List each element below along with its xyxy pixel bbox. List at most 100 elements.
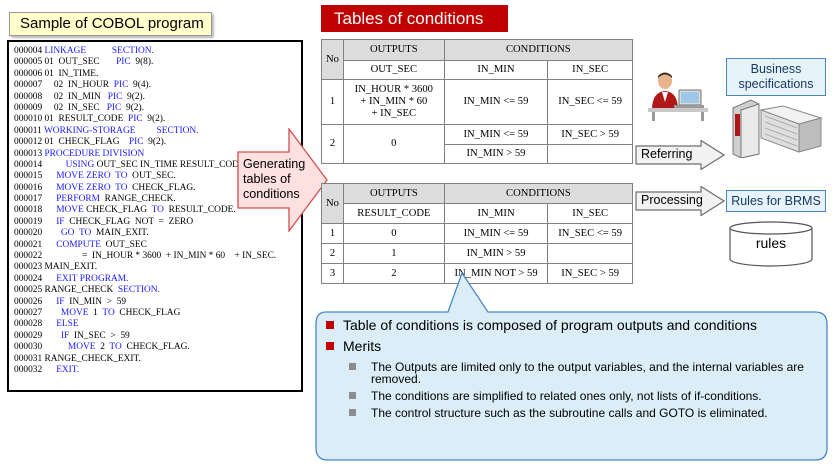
col-in-min: IN_MIN xyxy=(443,60,549,80)
row-no: 1 xyxy=(321,79,344,125)
referring-arrow xyxy=(635,140,725,170)
code-text: 000019 xyxy=(14,216,57,227)
conditions-header: CONDITIONS xyxy=(443,183,634,204)
code-keyword: MOVE xyxy=(67,342,96,353)
processing-label: Processing xyxy=(641,193,703,207)
merits-callout-text: Table of conditions is composed of progr… xyxy=(326,318,820,419)
generating-arrow xyxy=(237,128,328,232)
col-in-sec: IN_SEC xyxy=(547,60,633,80)
code-keyword: ZERO xyxy=(86,182,111,193)
code-line: 000028 ELSE xyxy=(14,319,297,330)
code-text: RESULT_CODE. xyxy=(163,205,236,216)
code-keyword: PIC xyxy=(116,57,131,68)
code-keyword: IF xyxy=(60,330,70,341)
code-line: 000017 PERFORM RANGE_CHECK. xyxy=(14,194,297,205)
row-output-line: + IN_SEC xyxy=(371,108,417,119)
code-keyword: PROCEDURE DIVISION xyxy=(44,148,145,159)
code-keyword: TO xyxy=(115,171,128,182)
code-line: 000009 02 IN_SEC PIC 9(2). xyxy=(14,103,297,114)
code-text: 000008 02 IN_MIN xyxy=(14,91,108,102)
code-line: 000015 MOVE ZERO TO OUT_SEC. xyxy=(14,171,297,182)
code-line: 000031 RANGE_CHECK_EXIT. xyxy=(14,354,297,365)
business-label-line: specifications xyxy=(738,77,814,91)
code-text: 000027 xyxy=(14,307,61,318)
code-text: 000018 xyxy=(14,205,57,216)
code-text: 2 xyxy=(95,342,110,353)
code-text: 000021 xyxy=(14,239,57,250)
code-keyword: PIC xyxy=(107,91,123,102)
merits-callout xyxy=(315,271,828,461)
code-text: 000029 xyxy=(14,330,61,341)
code-text: 000013 xyxy=(14,148,45,159)
merit-item: The conditions are simplified to related… xyxy=(326,390,820,402)
code-line: 000023 MAIN_EXIT. xyxy=(14,262,297,273)
code-text: 9(4). xyxy=(128,80,151,91)
row-no: 3 xyxy=(321,263,344,284)
merit-text: The control structure such as the subrou… xyxy=(371,406,768,420)
code-keyword: TO xyxy=(115,182,128,193)
gray-square-bullet-icon xyxy=(349,363,356,370)
code-text: 000005 01 OUT_SEC xyxy=(14,57,117,68)
code-keyword: SECTION. xyxy=(156,125,199,136)
row-output: 0 xyxy=(342,124,445,164)
row-in-sec: IN_SEC <= 59 xyxy=(547,223,633,244)
outputs-header: OUTPUTS xyxy=(342,39,445,61)
code-keyword: MOVE xyxy=(56,205,84,216)
conditions-header: CONDITIONS xyxy=(443,39,634,61)
code-text: 000022 = IN_HOUR * 3600 + IN_MIN * 60 + … xyxy=(14,251,277,262)
code-line: 000018 MOVE CHECK_FLAG TO RESULT_CODE. xyxy=(14,205,297,216)
person-at-computer-icon xyxy=(648,72,708,121)
code-line: 000026 IF IN_MIN > 59 xyxy=(14,297,297,308)
code-text: MAIN_EXIT. xyxy=(91,228,149,239)
code-line: 000029 IF IN_SEC > 59 xyxy=(14,331,297,342)
code-line: 000006 01 IN_TIME. xyxy=(14,69,297,80)
red-square-bullet-icon xyxy=(326,342,334,350)
code-keyword: ELSE xyxy=(56,319,79,330)
generating-label: Generating tables of conditions xyxy=(243,157,306,201)
code-keyword: PIC xyxy=(113,80,129,91)
code-line: 000027 MOVE 1 TO CHECK_FLAG xyxy=(14,308,297,319)
row-output-line: IN_HOUR * 3600 xyxy=(354,84,433,95)
merit-text: The Outputs are limited only to the outp… xyxy=(371,360,804,386)
code-line: 000025 RANGE_CHECK SECTION. xyxy=(14,285,297,296)
callout-main-bullet: Table of conditions is composed of progr… xyxy=(326,318,820,332)
referring-label: Referring xyxy=(641,147,693,161)
row-in-min: IN_MIN <= 59 xyxy=(443,223,549,244)
code-keyword: GO xyxy=(60,228,75,239)
row-in-sec: IN_SEC <= 59 xyxy=(547,79,633,125)
callout-main-bullet: Merits xyxy=(326,339,820,353)
code-line: 000030 MOVE 2 TO CHECK_FLAG. xyxy=(14,342,297,353)
row-output-line: + IN_MIN * 60 xyxy=(360,96,428,107)
tables-title: Tables of conditions xyxy=(321,5,508,32)
code-line: 000022 = IN_HOUR * 3600 + IN_MIN * 60 + … xyxy=(14,251,297,262)
code-keyword: SECTION. xyxy=(117,285,160,296)
code-text: 000011 xyxy=(14,125,44,136)
row-output: 1 xyxy=(342,243,445,264)
row-output: 2 xyxy=(342,263,445,284)
books-icon xyxy=(732,99,823,158)
code-text: 9(8). xyxy=(130,57,154,68)
code-keyword: EXIT PROGRAM. xyxy=(56,273,129,284)
merit-item: The control structure such as the subrou… xyxy=(326,407,820,419)
code-line: 000012 01 CHECK_FLAG PIC 9(2). xyxy=(14,137,297,148)
code-text: RANGE_CHECK. xyxy=(99,194,176,205)
code-line: 000021 COMPUTE OUT_SEC xyxy=(14,240,297,251)
row-in-min: IN_MIN <= 59 xyxy=(443,79,549,125)
code-line: 000020 GO TO MAIN_EXIT. xyxy=(14,228,297,239)
code-line: 000019 IF CHECK_FLAG NOT = ZERO xyxy=(14,217,297,228)
code-keyword: EXIT. xyxy=(56,364,80,375)
row-in-min: IN_MIN > 59 xyxy=(443,144,549,164)
cobol-listing: 000004 LINKAGE SECTION.000005 01 OUT_SEC… xyxy=(7,40,303,392)
code-keyword: IF xyxy=(56,216,65,227)
no-header: No xyxy=(321,183,344,224)
code-text: CHECK_FLAG xyxy=(83,205,152,216)
code-keyword: MOVE xyxy=(60,307,89,318)
conditions-table-out-sec: No OUTPUTS CONDITIONS OUT_SEC IN_MIN IN_… xyxy=(321,39,634,164)
code-text: 000026 xyxy=(14,296,57,307)
code-text: 000028 xyxy=(14,319,57,330)
code-text: CHECK_FLAG xyxy=(114,307,181,318)
code-keyword: USING xyxy=(65,159,95,170)
code-line: 000005 01 OUT_SEC PIC 9(8). xyxy=(14,57,297,68)
row-no: 2 xyxy=(321,124,344,164)
row-no: 2 xyxy=(321,243,344,264)
